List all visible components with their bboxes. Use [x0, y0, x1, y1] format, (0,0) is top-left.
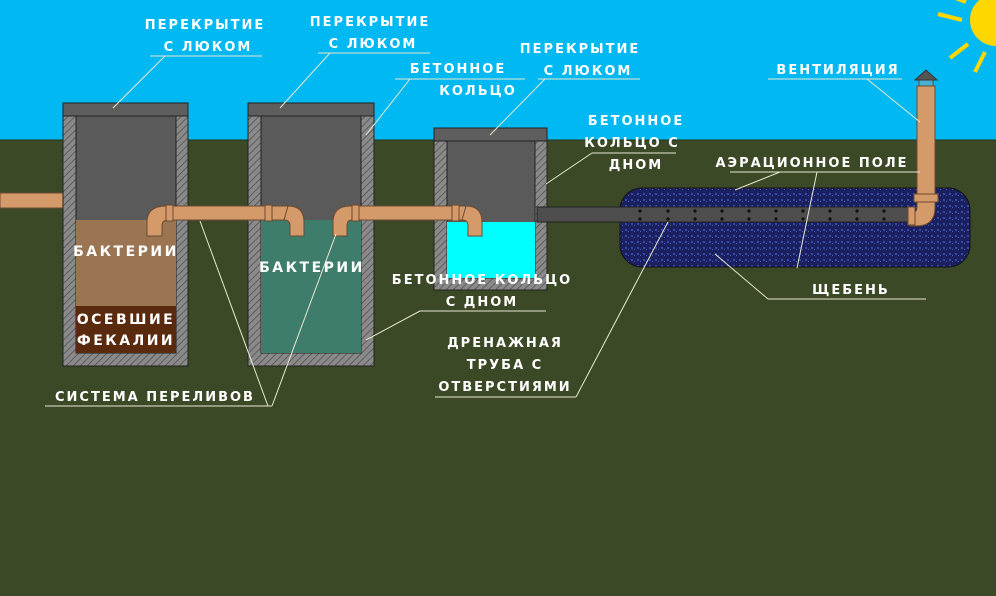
callout-lid-3: ПЕРЕКРЫТИЕ С ЛЮКОМ — [489, 42, 640, 136]
svg-text:С ЛЮКОМ: С ЛЮКОМ — [164, 40, 253, 55]
bacteria-label-2: БАКТЕРИИ — [259, 260, 365, 276]
sediment-label-line2: ФЕКАЛИИ — [77, 333, 175, 349]
svg-text:С ДНОМ: С ДНОМ — [446, 295, 519, 310]
overflow-pipes — [146, 204, 483, 237]
lid-1 — [62, 102, 189, 117]
svg-text:С ЛЮКОМ: С ЛЮКОМ — [544, 64, 633, 79]
clean-water — [447, 222, 535, 278]
svg-text:С ЛЮКОМ: С ЛЮКОМ — [329, 37, 418, 52]
callout-ring-with-bottom: БЕТОННОЕ КОЛЬЦО С ДНОМ — [365, 273, 572, 341]
sediment-layer — [76, 306, 176, 353]
svg-text:БЕТОННОЕ КОЛЬЦО: БЕТОННОЕ КОЛЬЦО — [392, 273, 572, 288]
svg-text:ЩЕБЕНЬ: ЩЕБЕНЬ — [812, 283, 890, 298]
bacteria-label-1: БАКТЕРИИ — [73, 244, 179, 260]
callout-overflow-system: СИСТЕМА ПЕРЕЛИВОВ — [45, 220, 337, 407]
callout-ring-with-bottom-top: БЕТОННОЕ КОЛЬЦО С ДНОМ — [545, 114, 684, 185]
callout-lid-1: ПЕРЕКРЫТИЕ С ЛЮКОМ — [112, 18, 265, 109]
tank-2 — [247, 102, 375, 367]
svg-text:ПЕРЕКРЫТИЕ: ПЕРЕКРЫТИЕ — [310, 15, 430, 30]
svg-text:КОЛЬЦО С: КОЛЬЦО С — [584, 136, 680, 151]
callout-lid-2: ПЕРЕКРЫТИЕ С ЛЮКОМ — [279, 15, 430, 109]
callout-drain-pipe: ДРЕНАЖНАЯ ТРУБА С ОТВЕРСТИЯМИ — [435, 221, 669, 398]
sediment-label-line1: ОСЕВШИЕ — [77, 312, 176, 328]
svg-text:ПЕРЕКРЫТИЕ: ПЕРЕКРЫТИЕ — [520, 42, 640, 57]
svg-text:ДНОМ: ДНОМ — [609, 158, 663, 173]
tank-3 — [433, 127, 548, 291]
svg-text:БЕТОННОЕ: БЕТОННОЕ — [410, 62, 506, 77]
sun-icon — [937, 0, 996, 73]
drain-pipe — [536, 206, 916, 223]
svg-text:СИСТЕМА ПЕРЕЛИВОВ: СИСТЕМА ПЕРЕЛИВОВ — [55, 390, 255, 405]
bacteria-layer-2 — [261, 220, 361, 353]
callout-gravel: ЩЕБЕНЬ — [714, 253, 926, 300]
svg-text:ДРЕНАЖНАЯ: ДРЕНАЖНАЯ — [447, 336, 563, 351]
callout-concrete-ring: БЕТОННОЕ КОЛЬЦО — [365, 62, 525, 136]
svg-text:ОТВЕРСТИЯМИ: ОТВЕРСТИЯМИ — [438, 380, 571, 395]
svg-text:ВЕНТИЛЯЦИЯ: ВЕНТИЛЯЦИЯ — [776, 63, 899, 78]
svg-text:КОЛЬЦО: КОЛЬЦО — [439, 84, 517, 99]
svg-text:ПЕРЕКРЫТИЕ: ПЕРЕКРЫТИЕ — [145, 18, 265, 33]
svg-text:БЕТОННОЕ: БЕТОННОЕ — [588, 114, 684, 129]
lid-2 — [247, 102, 375, 117]
svg-text:АЭРАЦИОННОЕ ПОЛЕ: АЭРАЦИОННОЕ ПОЛЕ — [715, 156, 908, 171]
callout-ventilation: ВЕНТИЛЯЦИЯ — [768, 63, 921, 123]
ventilation-pipe — [907, 69, 939, 227]
svg-text:ТРУБА С: ТРУБА С — [467, 358, 543, 373]
callout-aeration-field: АЭРАЦИОННОЕ ПОЛЕ — [715, 156, 920, 269]
